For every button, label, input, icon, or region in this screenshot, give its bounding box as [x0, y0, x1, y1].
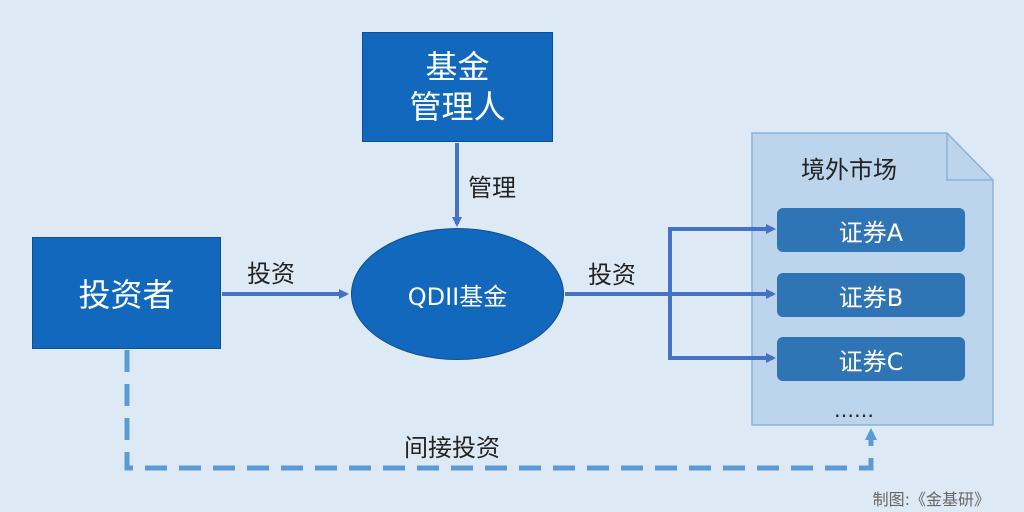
security-c-box: 证券C [777, 337, 965, 381]
arrow-indirect [124, 350, 877, 471]
fund-manager-line2: 管理人 [409, 88, 506, 126]
chart-credit: 制图:《金基研》 [872, 490, 990, 509]
manage-edge-label: 管理 [468, 174, 516, 202]
overseas-market-label: 境外市场 [801, 156, 897, 184]
fund-manager-box: 基金 管理人 [362, 32, 553, 142]
security-b-box: 证券B [777, 273, 965, 317]
security-a-box: 证券A [777, 208, 965, 252]
indirect-invest-edge-label: 间接投资 [404, 434, 500, 462]
investor-box: 投资者 [32, 237, 221, 349]
qdii-fund-ellipse: QDII基金 [351, 228, 564, 360]
more-securities-ellipsis: …… [834, 398, 874, 422]
invest-edge-label-left: 投资 [247, 260, 295, 288]
fund-manager-line1: 基金 [425, 48, 490, 86]
invest-edge-label-right: 投资 [588, 261, 636, 289]
